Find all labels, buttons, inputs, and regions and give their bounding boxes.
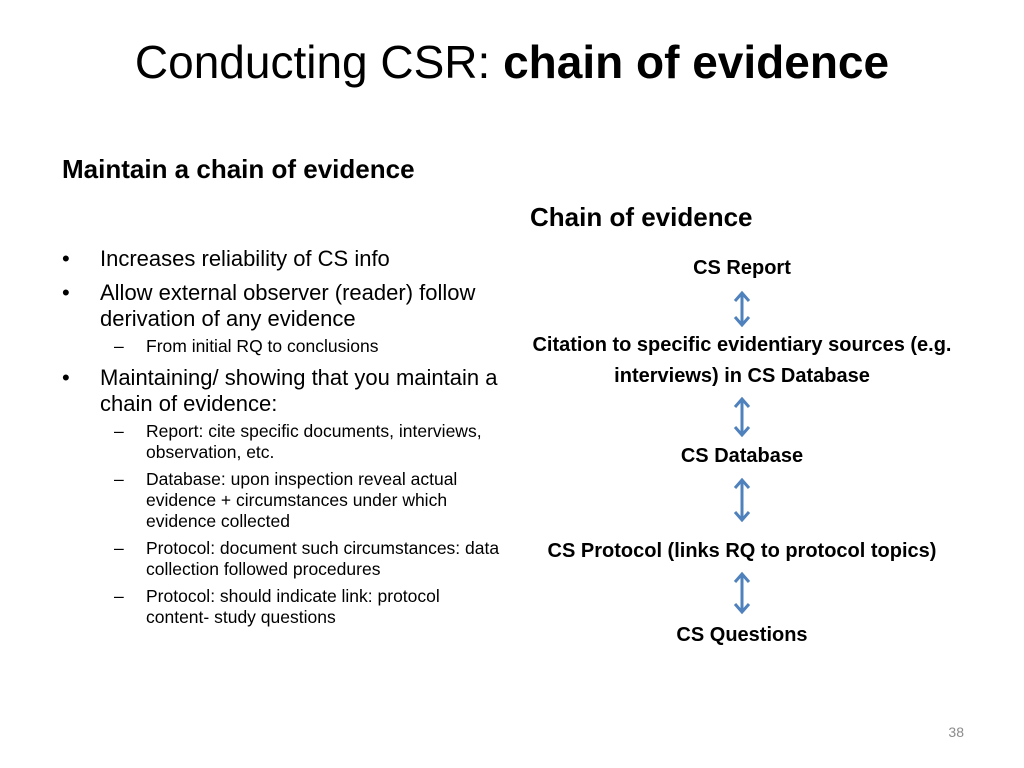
sub-bullet-marker: – bbox=[114, 469, 124, 489]
chain-node-citation: Citation to specific evidentiary sources… bbox=[532, 334, 952, 387]
sub-bullet-item: – Protocol: should indicate link: protoc… bbox=[100, 586, 502, 628]
bullet-item: • Maintaining/ showing that you maintain… bbox=[62, 365, 502, 628]
sub-bullet-marker: – bbox=[114, 336, 124, 356]
chain-diagram-heading: Chain of evidence bbox=[530, 202, 753, 232]
chain-node-cs-questions: CS Questions bbox=[676, 624, 808, 646]
sub-bullet-marker: – bbox=[114, 421, 124, 441]
sub-bullet-text: From initial RQ to conclusions bbox=[146, 336, 379, 356]
sub-bullet-item: – Database: upon inspection reveal actua… bbox=[100, 469, 502, 532]
chain-node-cs-protocol: CS Protocol (links RQ to protocol topics… bbox=[547, 540, 937, 562]
bullet-text: Maintaining/ showing that you maintain a… bbox=[100, 365, 498, 416]
sub-bullet-item: – Report: cite specific documents, inter… bbox=[100, 421, 502, 463]
double-headed-vertical-arrow-icon bbox=[733, 290, 751, 328]
bullet-marker: • bbox=[62, 365, 70, 390]
bullet-text: Increases reliability of CS info bbox=[100, 246, 390, 271]
sub-bullet-list: – From initial RQ to conclusions bbox=[100, 336, 502, 357]
sub-bullet-text: Report: cite specific documents, intervi… bbox=[146, 421, 482, 462]
slide-title-emphasis: chain of evidence bbox=[503, 36, 890, 88]
double-headed-vertical-arrow-icon bbox=[733, 396, 751, 438]
double-headed-vertical-arrow-icon bbox=[733, 571, 751, 615]
slide-title: Conducting CSR: chain of evidence bbox=[0, 30, 1024, 94]
sub-bullet-item: – Protocol: document such circumstances:… bbox=[100, 538, 502, 580]
bullet-marker: • bbox=[62, 246, 70, 271]
chain-node-cs-report: CS Report bbox=[693, 257, 791, 279]
sub-bullet-text: Protocol: should indicate link: protocol… bbox=[146, 586, 440, 627]
bullet-item: • Increases reliability of CS info bbox=[62, 246, 502, 272]
bullet-item: • Allow external observer (reader) follo… bbox=[62, 280, 502, 357]
sub-bullet-text: Database: upon inspection reveal actual … bbox=[146, 469, 458, 531]
double-headed-vertical-arrow-icon bbox=[733, 477, 751, 523]
slide-title-prefix: Conducting CSR: bbox=[134, 36, 504, 88]
sub-bullet-text: Protocol: document such circumstances: d… bbox=[146, 538, 500, 579]
sub-bullet-list: – Report: cite specific documents, inter… bbox=[100, 421, 502, 628]
sub-bullet-marker: – bbox=[114, 586, 124, 606]
sub-bullet-item: – From initial RQ to conclusions bbox=[100, 336, 502, 357]
sub-bullet-marker: – bbox=[114, 538, 124, 558]
slide-page-number: 38 bbox=[948, 724, 964, 740]
chain-node-cs-database: CS Database bbox=[680, 445, 804, 467]
left-column-heading: Maintain a chain of evidence bbox=[62, 154, 415, 184]
bullet-text: Allow external observer (reader) follow … bbox=[100, 280, 476, 331]
bullet-list: • Increases reliability of CS info • All… bbox=[62, 246, 502, 636]
bullet-marker: • bbox=[62, 280, 70, 305]
